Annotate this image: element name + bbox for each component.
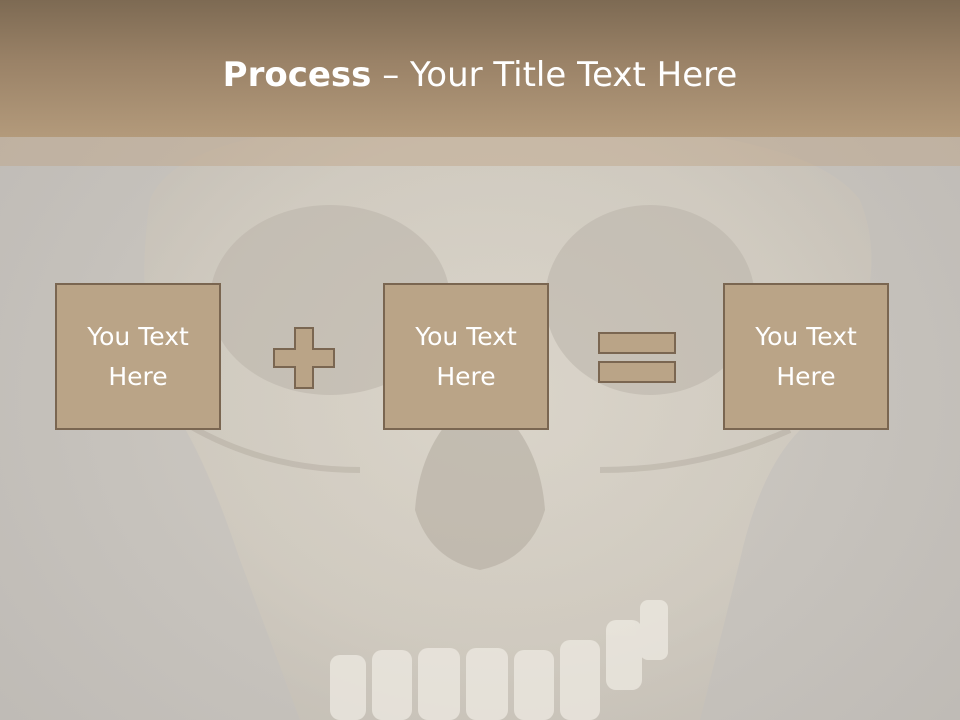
- title-rest-text: Your Title Text Here: [410, 55, 738, 95]
- title-accent-strip: [0, 137, 960, 166]
- slide-title: Process – Your Title Text Here: [0, 52, 960, 98]
- title-band: [0, 0, 960, 137]
- process-box-label: You Text Here: [755, 321, 857, 391]
- process-box-1[interactable]: You Text Here: [55, 283, 221, 430]
- plus-icon: [273, 327, 335, 389]
- title-dash: –: [371, 55, 411, 95]
- equals-icon: [598, 332, 676, 383]
- process-box-2[interactable]: You Text Here: [383, 283, 549, 430]
- process-box-3[interactable]: You Text Here: [723, 283, 889, 430]
- process-box-label: You Text Here: [87, 321, 189, 391]
- process-box-label: You Text Here: [415, 321, 517, 391]
- title-strong-text: Process: [222, 55, 372, 95]
